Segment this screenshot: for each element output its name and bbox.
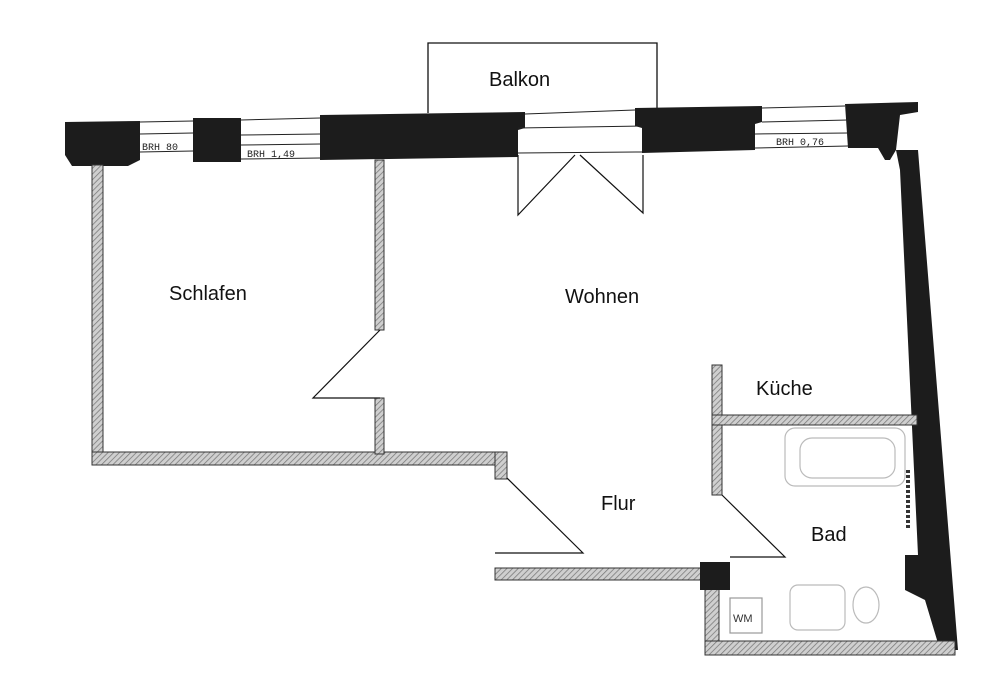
window-label-wohnen: BRH 1,49 [247,150,295,161]
bathroom-pillar [700,562,730,590]
window-label-schlafen: BRH 80 [142,143,178,154]
door-swings [311,329,787,558]
interior-walls [91,159,956,656]
balcony [427,42,658,113]
room-label-balkon: Balkon [489,69,550,91]
right-wall [896,150,958,650]
room-label-flur: Flur [601,493,636,515]
window-label-kueche: BRH 0,76 [776,138,824,149]
room-label-schlafen: Schlafen [169,283,247,305]
room-label-kueche: Küche [756,378,813,400]
room-label-wohnen: Wohnen [565,286,639,308]
bathroom-fixtures [729,427,910,634]
top-wall: BRH 80 BRH 1,49 BRH 0,76 [65,102,918,166]
washing-machine-label: WM [733,613,753,625]
balcony-door [517,154,644,217]
room-label-bad: Bad [811,524,847,546]
